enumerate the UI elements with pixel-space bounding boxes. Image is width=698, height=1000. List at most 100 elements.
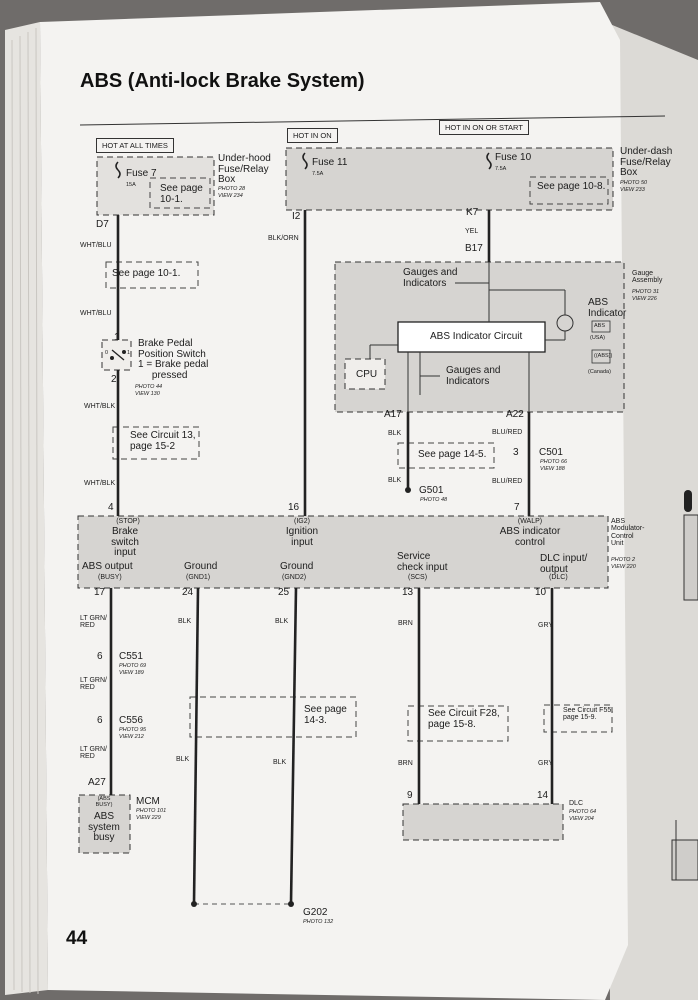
wire-gry-1: GRY [538, 622, 554, 629]
c551-name: C551 [119, 651, 143, 662]
mod-pin-17: 17 [94, 587, 106, 598]
dlc-pin-14: 14 [537, 790, 549, 801]
walp-label: ABS indicator control [499, 526, 561, 548]
wire-ltgrn-red-3: LT GRN/ RED [80, 746, 107, 761]
underdash-box-label: Under-dash Fuse/Relay Box [620, 146, 673, 178]
abs-canada-symbol: ((ABS)) [594, 353, 613, 359]
wire-brn-1: BRN [398, 620, 413, 627]
g202-photo: PHOTO 132 [303, 919, 334, 925]
ref-circuit-13: See Circuit 13, page 15-2 [130, 430, 196, 452]
mod-pin-25: 25 [278, 587, 290, 598]
gnd1-label: Ground [184, 561, 218, 572]
gnd2-label: Ground [280, 561, 314, 572]
dlc-photo: PHOTO 64 [569, 809, 597, 815]
g202-name: G202 [303, 907, 328, 918]
mod-pin-7: 7 [514, 502, 520, 513]
switch-pos-0: 0 [105, 350, 109, 356]
gauge-assembly-label: Gauge Assembly [632, 270, 663, 285]
page-paper [40, 2, 628, 1000]
ref-circuit-f28: See Circuit F28, page 15-8. [428, 708, 500, 730]
switch-pos-1: 1 [127, 350, 131, 356]
mod-pin-4: 4 [108, 502, 114, 513]
wire-blu-red-2: BLU/RED [492, 478, 523, 485]
c551-photo: PHOTO 69 [119, 663, 147, 669]
underhood-box-label: Under-hood Fuse/Relay Box [218, 153, 271, 185]
fuse10-name: Fuse 10 [495, 152, 532, 163]
abs-usa-symbol: ABS [594, 323, 606, 329]
dlc-io-label: DLC input/ output [540, 553, 588, 575]
wire-blk-5: BLK [275, 618, 289, 625]
underhood-box-view: VIEW 234 [218, 193, 243, 199]
switch-pin-2: 2 [111, 374, 117, 385]
gnd1-code: (GND1) [186, 574, 211, 581]
ref-circuit-f55: See Circuit F55, page 15-9. [563, 707, 614, 722]
wire-yel: YEL [465, 228, 479, 235]
fuse7-name: Fuse 7 [126, 168, 157, 179]
wire-blk-6: BLK [273, 759, 287, 766]
ref-page-14-5: See page 14-5. [418, 449, 487, 460]
hot-in-on-or-start-label: HOT IN ON OR START [439, 120, 529, 135]
switch-pin-1: 1 [114, 332, 120, 343]
gauge-assembly-photo: PHOTO 31 [632, 289, 660, 295]
ref-page-14-3: See page 14-3. [304, 704, 347, 726]
page-number: 44 [66, 928, 88, 949]
mod-pin-10: 10 [535, 587, 547, 598]
underhood-box-photo: PHOTO 28 [218, 186, 246, 192]
mcm-name: MCM [136, 796, 160, 807]
page-title: ABS (Anti-lock Brake System) [80, 70, 365, 92]
c501-name: C501 [539, 447, 563, 458]
wire-ltgrn-red-1: LT GRN/ RED [80, 615, 107, 630]
ig2-code: (IG2) [294, 518, 310, 525]
wire-blk-2: BLK [388, 477, 402, 484]
hot-in-on-label: HOT IN ON [287, 128, 338, 143]
cpu-label: CPU [356, 369, 378, 380]
walp-code: (WALP) [517, 518, 543, 525]
g501-photo: PHOTO 48 [420, 497, 448, 503]
fuse11-name: Fuse 11 [312, 157, 348, 168]
c501-pin-3: 3 [513, 447, 519, 458]
c551-view: VIEW 189 [119, 670, 144, 676]
wire-wht-blu-1: WHT/BLU [80, 242, 112, 249]
underdash-box-view: VIEW 233 [620, 187, 645, 193]
modulator-photo: PHOTO 2 [611, 557, 636, 563]
fuse10-ref: See page 10-8. [537, 181, 606, 192]
underdash-box-photo: PHOTO 50 [620, 180, 648, 186]
brake-switch-photo: PHOTO 44 [135, 384, 163, 390]
dlc-name: DLC [569, 800, 584, 807]
mcm-pin-label: ABS system busy [88, 811, 120, 843]
c556-view: VIEW 212 [119, 734, 144, 740]
gauge-assembly-view: VIEW 226 [632, 296, 657, 302]
mcm-view: VIEW 229 [136, 815, 161, 821]
connector-d7: D7 [96, 219, 109, 230]
wire-blk-orn: BLK/ORN [268, 235, 299, 242]
stop-label: Brake switch input [111, 526, 139, 558]
hot-at-all-times-label: HOT AT ALL TIMES [96, 138, 174, 153]
wire-blk-3: BLK [178, 618, 192, 625]
dlc-pin-9: 9 [407, 790, 413, 801]
gnd2-code: (GND2) [282, 574, 307, 581]
abs-indicator-label: ABS Indicator [588, 297, 627, 319]
c556-name: C556 [119, 715, 143, 726]
c501-photo: PHOTO 66 [540, 459, 568, 465]
wire-ltgrn-red-2: LT GRN/ RED [80, 677, 107, 692]
modulator-view: VIEW 220 [611, 564, 636, 570]
mcm-photo: PHOTO 101 [136, 808, 167, 814]
connector-a17: A17 [384, 409, 402, 420]
mcm-pin-code: (ABS BUSY) [95, 796, 113, 808]
c551-pin-6: 6 [97, 651, 103, 662]
wire-wht-blu-2: WHT/BLU [80, 310, 112, 317]
brake-switch-view: VIEW 130 [135, 391, 160, 397]
gauges-indicators-top: Gauges and Indicators [403, 267, 458, 289]
connector-i2: I2 [292, 211, 301, 222]
connector-a27: A27 [88, 777, 106, 788]
busy-code: (BUSY) [98, 574, 122, 581]
connector-a22: A22 [506, 409, 524, 420]
fuse11-rating: 7.5A [312, 171, 324, 177]
connector-k7: K7 [466, 207, 479, 218]
wire-blu-red-1: BLU/RED [492, 429, 523, 436]
wire-blk-1: BLK [388, 430, 402, 437]
ig2-label: Ignition input [285, 526, 319, 548]
c556-pin-6: 6 [97, 715, 103, 726]
